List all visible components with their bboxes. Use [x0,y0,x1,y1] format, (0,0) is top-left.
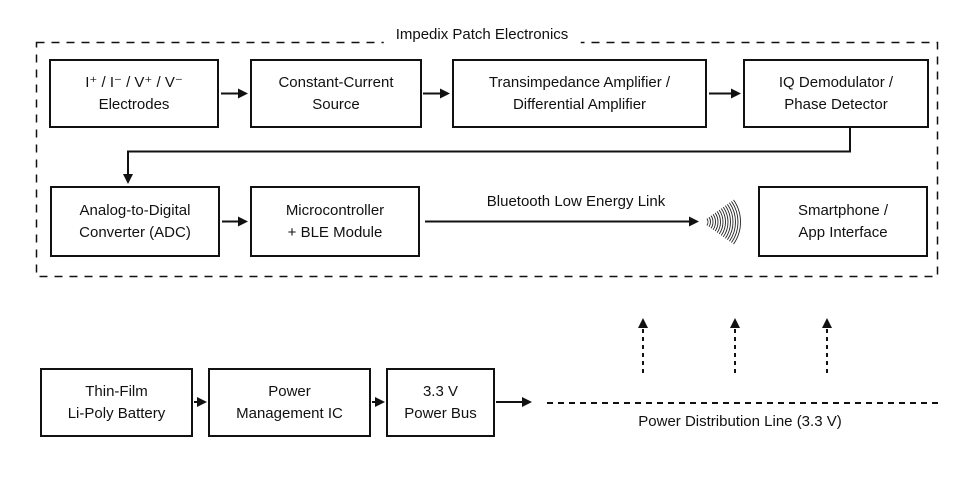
wireless-signal-arc [708,216,711,228]
block-constant-current-source: Constant-Current Source [250,59,422,128]
wireless-signal-arc [720,208,726,236]
wireless-signal-arc [706,218,709,226]
ble-link-label: Bluetooth Low Energy Link [486,193,666,210]
block-adc: Analog-to-Digital Converter (ADC) [50,186,220,257]
wireless-signal-arc [710,215,714,229]
wireless-signal-arc [712,213,716,231]
wireless-signal-arc [731,201,739,243]
wireless-signal-arc [729,202,736,242]
block-iq-demodulator: IQ Demodulator / Phase Detector [743,59,929,128]
block-power-management-ic: Power Management IC [208,368,371,437]
block-transimpedance-amplifier: Transimpedance Amplifier / Differential … [452,59,707,128]
block-microcontroller: Microcontroller + BLE Module [250,186,420,257]
power-line-label: Power Distribution Line (3.3 V) [638,413,842,430]
wireless-signal-arc [722,206,729,238]
arrow-demodulator-to-adc [123,128,851,184]
wireless-signal-arc [724,205,731,239]
wireless-signal-arc [727,203,734,241]
wireless-signal-arc [714,212,719,232]
block-power-bus: 3.3 V Power Bus [386,368,495,437]
block-smartphone: Smartphone / App Interface [758,186,928,257]
block-battery: Thin-Film Li-Poly Battery [40,368,193,437]
block-electrodes: I⁺ / I⁻ / V⁺ / V⁻ Electrodes [49,59,219,128]
diagram-title: Impedix Patch Electronics [383,25,581,45]
wireless-signal-arc [716,211,721,233]
wireless-signal-arc [718,209,724,235]
wireless-signal-arc [733,199,741,245]
